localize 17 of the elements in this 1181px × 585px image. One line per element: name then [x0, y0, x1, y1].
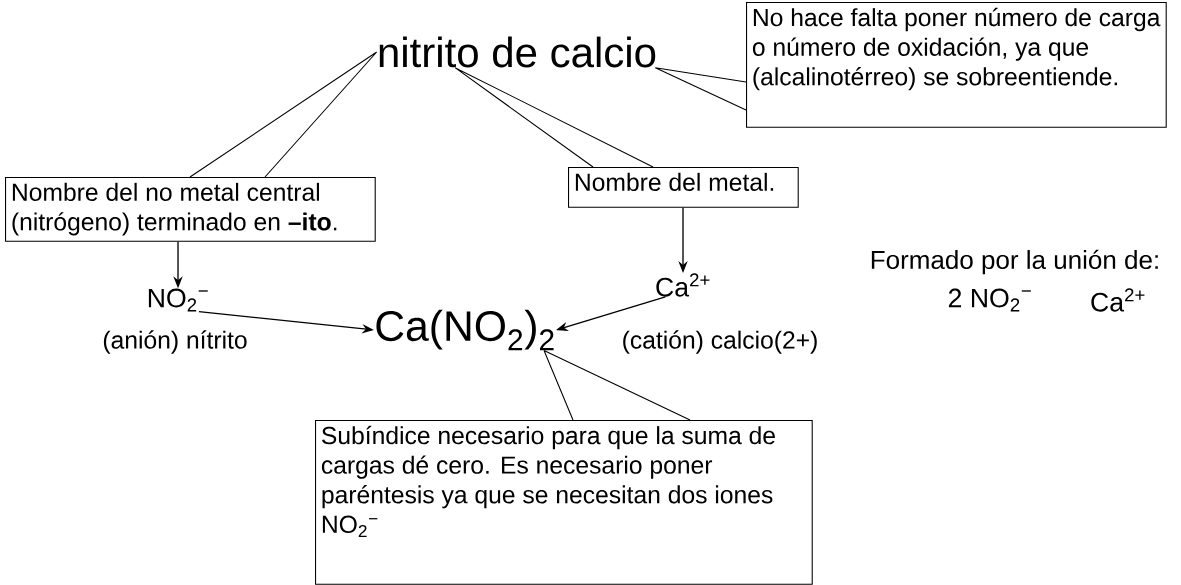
note-text: Ca$^{2+}$: [1091, 288, 1145, 312]
callout-pointer: [454, 67, 654, 168]
ion-name: (catión) calcio(2+): [623, 330, 817, 354]
callout-box: Nombre del no metal central (nitrógeno) terminado en –ito.: [5, 177, 376, 242]
note-text: Formado por la unión de:: [871, 249, 1158, 275]
callout-pointer: [189, 51, 378, 178]
callout-pointer: [543, 349, 691, 421]
compound-name: nitrito de calcio: [379, 36, 656, 68]
note-text: 2 NO$_{2}$−: [948, 288, 1031, 312]
ion-formula: Ca$^{2+}$: [656, 273, 710, 297]
callout-box: Nombre del metal.: [568, 167, 799, 208]
ion-formula: NO$_{2}$−: [148, 288, 208, 312]
callout-pointer: [654, 67, 747, 111]
callout-box: Subíndice necesario para que la suma de cargas dé cero. Es necesario poner paréntesis ya que se necesitan dos iones NO$_{2}$−: [315, 420, 813, 585]
compound-formula: Ca(NO$_{2}$)$_{2}$: [376, 309, 554, 351]
ion-name: (anión) nítrito: [103, 330, 247, 354]
callout-box: No hace falta poner número de carga o número de oxidación, ya que (alcalinotérreo) se sobreentiende.: [746, 2, 1167, 128]
